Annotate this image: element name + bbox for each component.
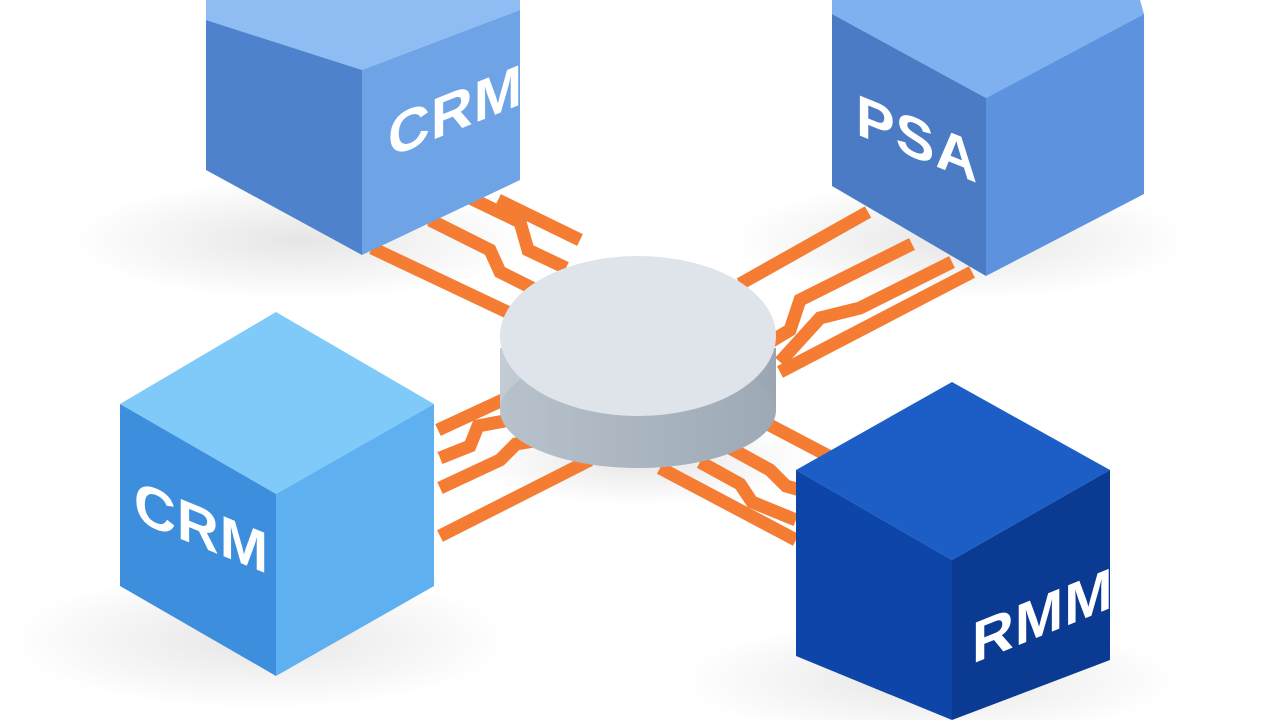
trace-top-right-2 <box>766 238 915 348</box>
hub-disc <box>500 256 776 468</box>
trace-top-right-1 <box>736 206 872 290</box>
cube-psa-top-right: PSA <box>832 0 1144 276</box>
trace-top-left-1 <box>369 242 523 324</box>
trace-bottom-right-4 <box>656 462 800 546</box>
cube-crm-top-left: CRM <box>206 0 523 255</box>
trace-bottom-left-4 <box>437 454 593 542</box>
cube-crm-bottom-left: CRM <box>120 312 434 676</box>
trace-bottom-left-2 <box>437 411 522 465</box>
trace-bottom-right-2 <box>726 442 802 497</box>
trace-top-right-4 <box>776 266 976 378</box>
trace-bottom-right-3 <box>696 456 799 527</box>
trace-top-left-2 <box>427 214 543 298</box>
trace-top-left-4 <box>495 194 583 246</box>
connector-traces <box>369 192 976 546</box>
hub-top-face <box>500 256 776 416</box>
cube-rmm-bottom-right: RMM <box>796 382 1114 720</box>
trace-top-right-3 <box>775 256 955 367</box>
trace-top-left-3 <box>467 192 569 274</box>
